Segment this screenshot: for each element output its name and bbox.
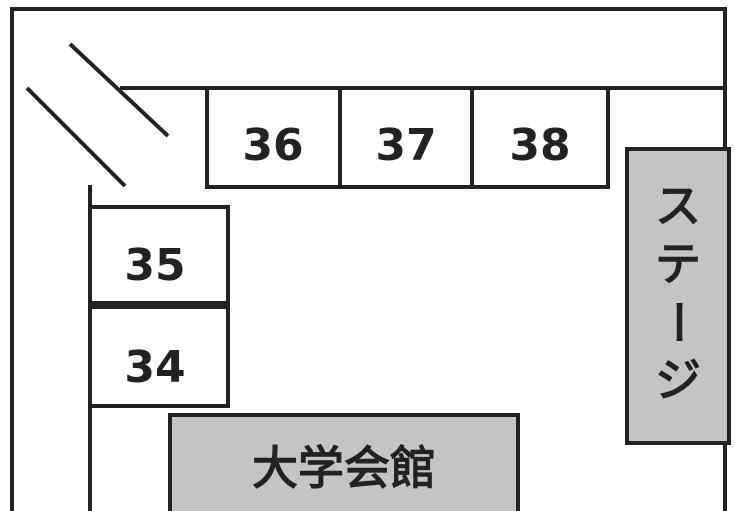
stage-label-char-1: ス	[655, 179, 701, 233]
stage[interactable]: ス テ ー ジ	[625, 147, 731, 445]
booth-38[interactable]: 38	[470, 86, 610, 189]
booth-label-37: 37	[375, 120, 436, 171]
diagonal-path-line-2	[25, 86, 127, 188]
booth-label-35: 35	[124, 240, 185, 291]
booth-34[interactable]: 34	[88, 305, 230, 408]
diagonal-path-line-1	[68, 42, 170, 138]
booth-37[interactable]: 37	[338, 86, 474, 189]
booth-36[interactable]: 36	[205, 86, 342, 189]
booth-label-38: 38	[509, 120, 570, 171]
student-hall[interactable]: 大学会館	[168, 413, 520, 511]
stage-label-char-3: ー	[651, 299, 705, 345]
student-hall-label: 大学会館	[252, 441, 436, 495]
booth-label-36: 36	[242, 120, 303, 171]
stage-label-char-4: ジ	[655, 353, 701, 407]
booth-35[interactable]: 35	[88, 205, 230, 305]
booth-label-34: 34	[124, 342, 185, 393]
stage-label-char-2: テ	[655, 237, 701, 291]
